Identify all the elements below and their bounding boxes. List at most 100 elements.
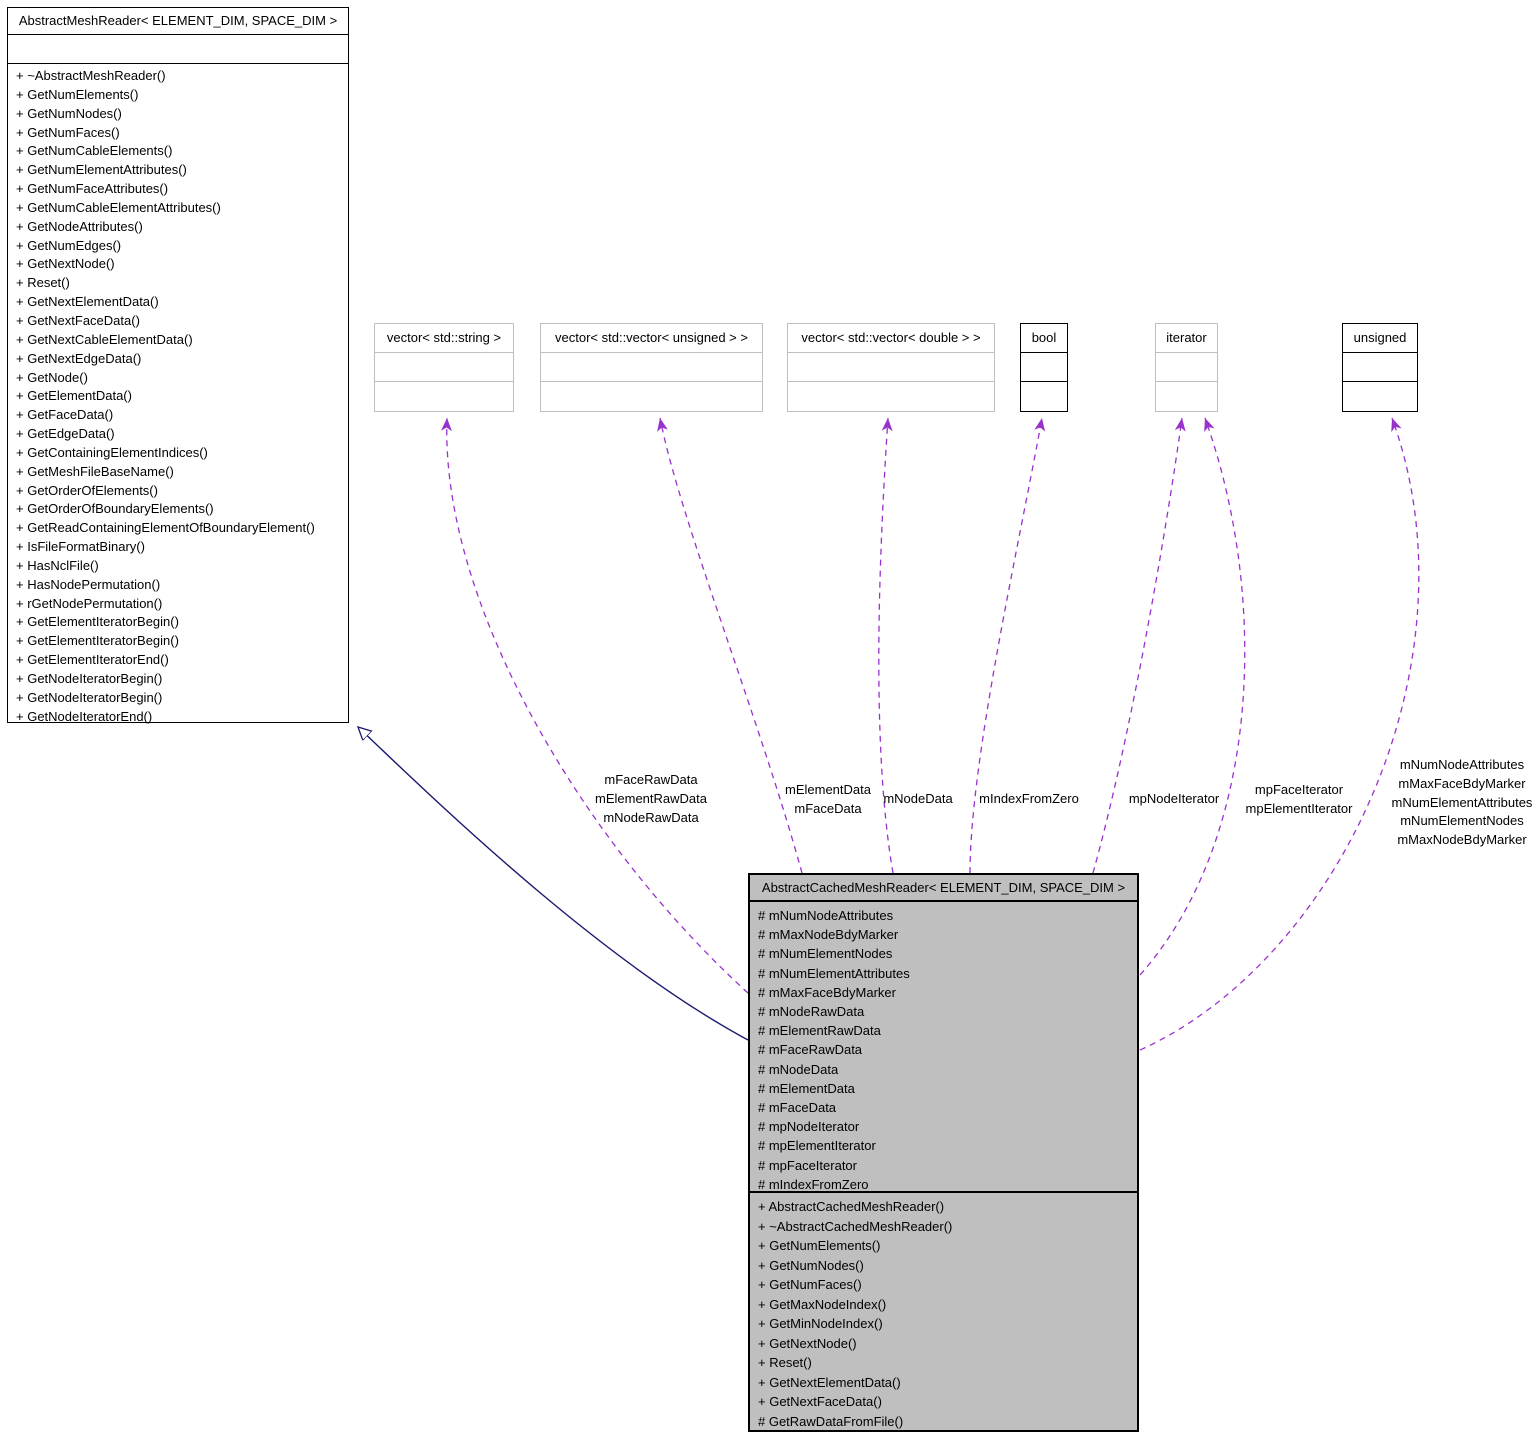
method-row: + GetReadContainingElementOfBoundaryElem… [16, 520, 315, 536]
edge-label-line: mNumNodeAttributes [1399, 757, 1525, 772]
attribute-row: # mNumNodeAttributes [758, 908, 894, 923]
edge-label-line: mMaxFaceBdyMarker [1398, 775, 1526, 791]
method-row: + GetElementIteratorBegin() [16, 633, 179, 649]
edge-label-count-members: mNumNodeAttributes mMaxFaceBdyMarker mNumE… [1392, 756, 1533, 850]
type-box-vector-string: vector< std::string > [374, 323, 514, 412]
method-row: + GetNodeIteratorEnd() [16, 708, 153, 724]
type-box-unsigned: unsigned [1342, 323, 1418, 412]
method-row: # GetRawDataFromFile() [758, 1413, 904, 1429]
method-row: + GetNumFaces() [16, 124, 120, 140]
type-title: vector< std::vector< double > > [788, 324, 994, 353]
type-box-bool: bool [1020, 323, 1068, 412]
method-row: + GetElementData() [16, 388, 132, 404]
class-title: AbstractMeshReader< ELEMENT_DIM, SPACE_D… [8, 8, 348, 35]
method-row: + GetNumElementAttributes() [16, 162, 187, 178]
attribute-row: # mMaxNodeBdyMarker [758, 927, 899, 943]
edge-label-line: mNumElementAttributes [1391, 794, 1533, 810]
method-row: + GetMinNodeIndex() [758, 1316, 883, 1331]
method-row: + GetNextElementData() [16, 294, 159, 310]
method-row: + GetNumCableElementAttributes() [16, 199, 221, 215]
attribute-row: # mIndexFromZero [758, 1176, 869, 1192]
method-row: + GetNumElements() [758, 1238, 881, 1253]
method-row: + GetNextFaceData() [758, 1394, 882, 1409]
method-row: + GetNextNode() [16, 256, 115, 272]
edge-usage-iterator-face-element [1139, 417, 1246, 976]
method-row: + GetNextCableElementData() [16, 331, 193, 347]
attributes-compartment [375, 353, 513, 382]
method-row: + GetFaceData() [16, 407, 114, 423]
method-row: + rGetNodePermutation() [16, 595, 163, 611]
methods-compartment: + AbstractCachedMeshReader() + ~AbstractC… [750, 1193, 1137, 1431]
type-box-vector-vector-double: vector< std::vector< double > > [787, 323, 995, 412]
attributes-compartment: # mNumNodeAttributes # mMaxNodeBdyMarker #… [750, 902, 1137, 1193]
edge-label-element-face-data: mElementData mFaceData [785, 781, 871, 819]
method-row: + GetNumFaceAttributes() [16, 181, 169, 197]
edge-label-line: mNumElementNodes [1400, 813, 1524, 829]
method-row: + GetOrderOfBoundaryElements() [16, 501, 214, 517]
edge-usage-vector-string [441, 417, 749, 994]
type-title: vector< std::vector< unsigned > > [541, 324, 762, 353]
method-row: + GetNodeIteratorBegin() [16, 671, 163, 686]
edge-label-line: mFaceData [794, 800, 862, 816]
method-row: + GetMeshFileBaseName() [16, 463, 174, 479]
attribute-row: # mpFaceIterator [758, 1157, 857, 1173]
attribute-row: # mMaxFaceBdyMarker [758, 984, 896, 1000]
method-row: + HasNclFile() [16, 557, 99, 573]
edge-label-line: mElementRawData [595, 790, 707, 806]
method-row: + GetNextFaceData() [16, 312, 140, 328]
attribute-row: # mElementRawData [758, 1023, 881, 1039]
edge-label-line: mIndexFromZero [979, 791, 1079, 806]
method-row: + GetEdgeData() [16, 426, 115, 442]
attribute-row: # mNumElementNodes [758, 946, 893, 962]
attributes-compartment [541, 353, 762, 382]
type-title: unsigned [1343, 324, 1417, 353]
type-box-vector-vector-unsigned: vector< std::vector< unsigned > > [540, 323, 763, 412]
method-row: + ~AbstractCachedMeshReader() [758, 1218, 953, 1234]
edge-label-line: mNodeData [883, 791, 953, 806]
attributes-compartment [1021, 353, 1067, 382]
method-row: + GetElementIteratorBegin() [16, 614, 179, 630]
method-row: + GetNumEdges() [16, 237, 122, 253]
method-row: + GetNextElementData() [758, 1374, 901, 1390]
class-abstract-mesh-reader[interactable]: AbstractMeshReader< ELEMENT_DIM, SPACE_D… [7, 7, 349, 724]
type-box-iterator: iterator [1155, 323, 1218, 412]
method-row: + GetContainingElementIndices() [16, 444, 208, 460]
attribute-row: # mpNodeIterator [758, 1119, 860, 1135]
method-row: + ~AbstractMeshReader() [16, 68, 166, 83]
edge-label-line: mpFaceIterator [1254, 782, 1344, 797]
edge-label-line: mNodeRawData [603, 809, 699, 825]
attribute-row: # mFaceRawData [758, 1042, 863, 1058]
methods-compartment: + ~AbstractMeshReader() + GetNumElements(… [8, 64, 348, 727]
method-row: + IsFileFormatBinary() [16, 539, 145, 555]
method-row: + GetNodeAttributes() [16, 218, 143, 234]
method-row: + GetNumCableElements() [16, 143, 173, 159]
edge-label-node-data: mNodeData [883, 790, 952, 809]
attributes-compartment [1343, 353, 1417, 382]
edge-label-line: mpElementIterator [1245, 800, 1353, 816]
type-title: vector< std::string > [375, 324, 513, 353]
attribute-row: # mNodeData [758, 1061, 839, 1077]
attributes-compartment [8, 35, 348, 64]
edge-label-line: mElementData [785, 782, 871, 797]
method-row: + Reset() [16, 275, 70, 291]
edge-label-line: mMaxNodeBdyMarker [1397, 832, 1527, 848]
method-row: + GetNumElements() [16, 86, 139, 102]
type-title: bool [1021, 324, 1067, 353]
method-row: + HasNodePermutation() [16, 576, 161, 592]
method-row: + GetNodeIteratorBegin() [16, 689, 163, 705]
class-abstract-cached-mesh-reader[interactable]: AbstractCachedMeshReader< ELEMENT_DIM, S… [748, 873, 1139, 1432]
method-row: + AbstractCachedMeshReader() [758, 1199, 945, 1214]
method-row: + GetNumNodes() [16, 105, 122, 121]
method-row: + GetNextNode() [758, 1335, 857, 1351]
method-row: + GetNumFaces() [758, 1277, 862, 1292]
type-title: iterator [1156, 324, 1217, 353]
method-row: + GetMaxNodeIndex() [758, 1296, 887, 1312]
method-row: + Reset() [758, 1355, 812, 1370]
class-title: AbstractCachedMeshReader< ELEMENT_DIM, S… [750, 875, 1137, 902]
edge-label-line: mpNodeIterator [1128, 791, 1220, 806]
attribute-row: # mpElementIterator [758, 1138, 876, 1154]
attribute-row: # mFaceData [758, 1100, 837, 1116]
method-row: + GetNode() [16, 369, 88, 385]
